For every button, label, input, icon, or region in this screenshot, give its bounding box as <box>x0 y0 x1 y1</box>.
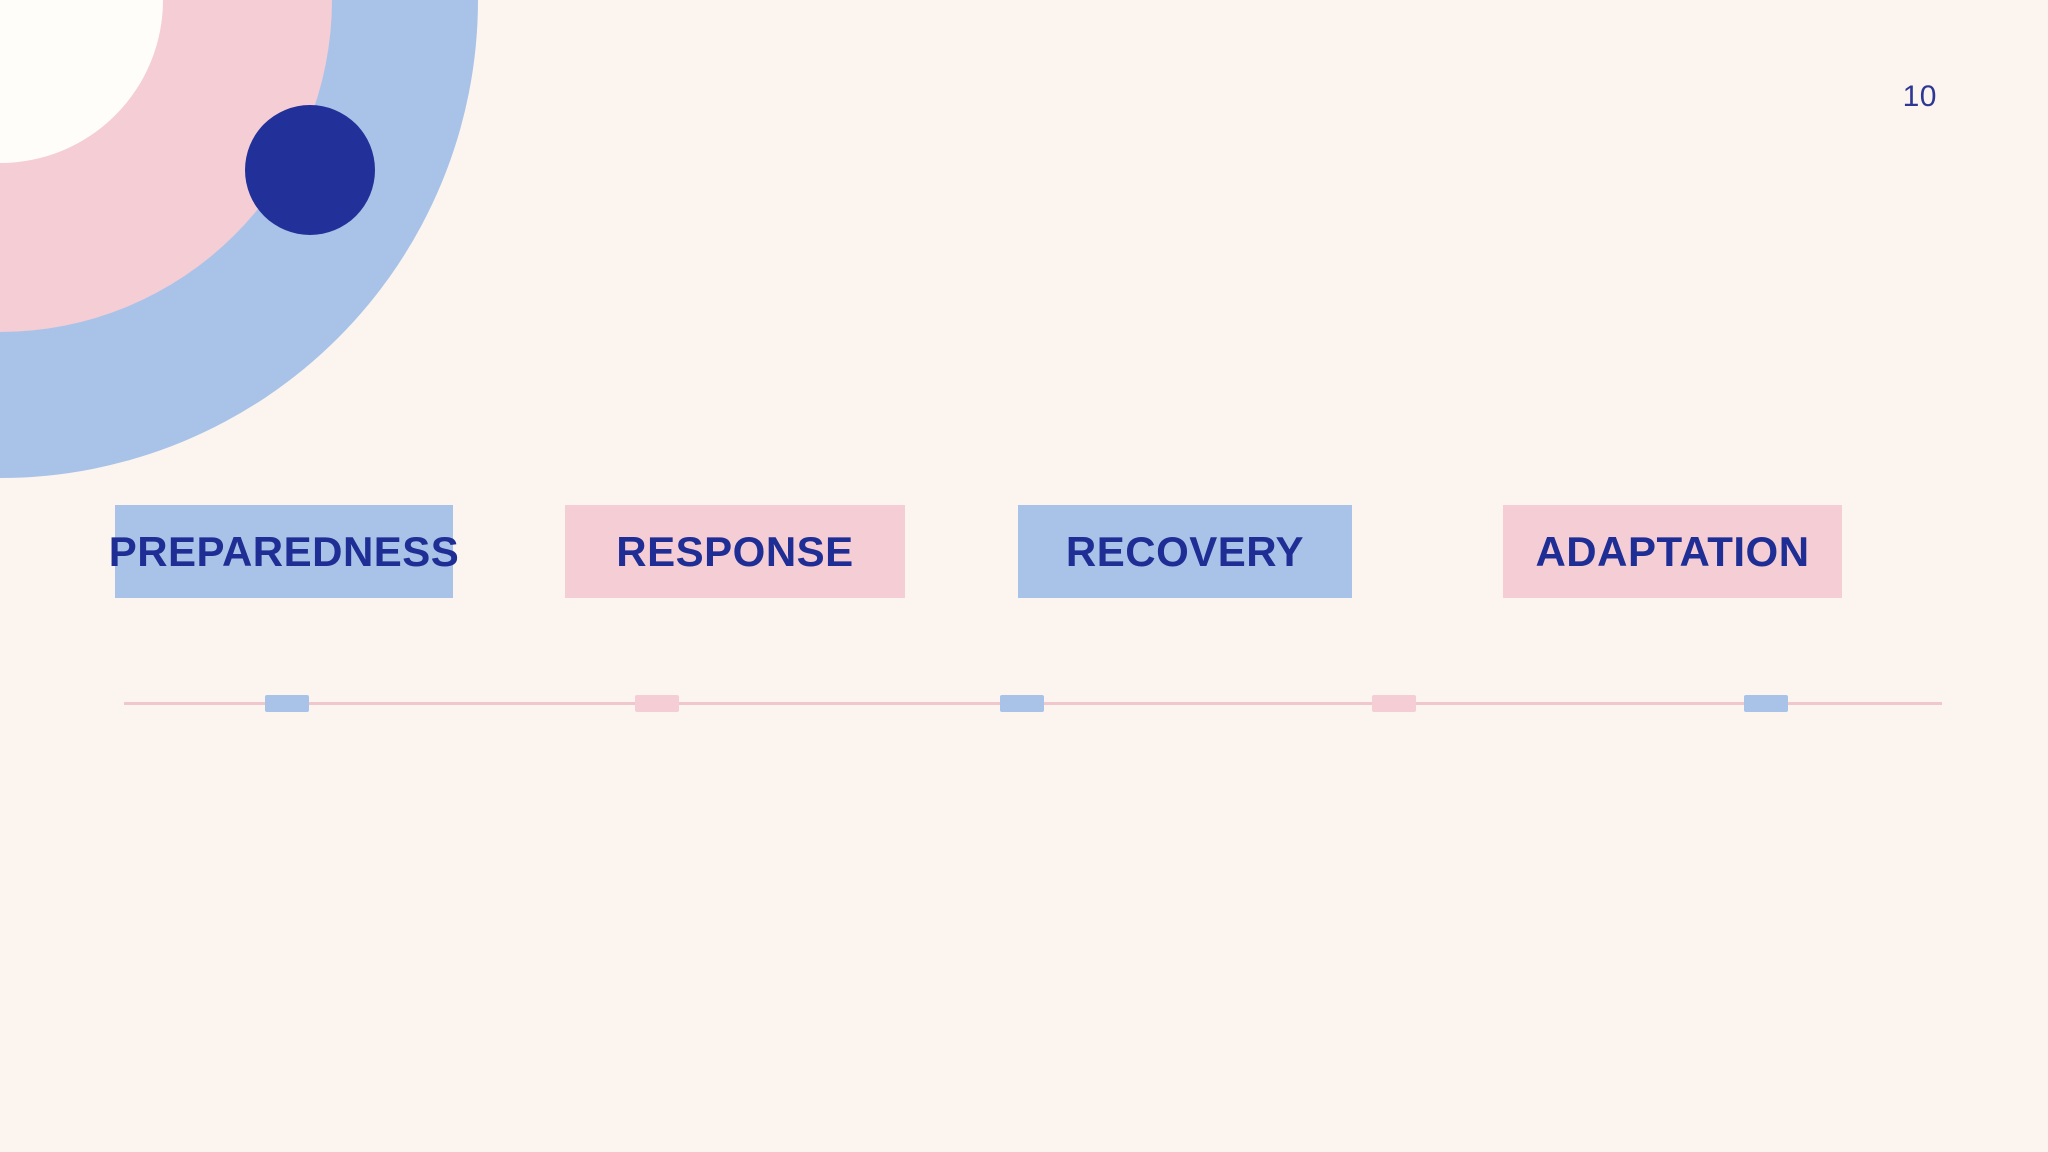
stage-box-recovery: RECOVERY <box>1018 505 1352 598</box>
corner-rings-decoration <box>0 0 478 478</box>
middle-pink-ring-icon <box>0 0 332 332</box>
timeline-tick-4 <box>1372 695 1416 712</box>
page-number: 10 <box>1902 80 1937 113</box>
stage-box-adaptation: ADAPTATION <box>1503 505 1842 598</box>
timeline-tick-2 <box>635 695 679 712</box>
stage-box-response: RESPONSE <box>565 505 905 598</box>
stage-box-preparedness: PREPAREDNESS <box>109 505 459 598</box>
outer-blue-ring-icon <box>0 0 478 478</box>
timeline-tick-1 <box>265 695 309 712</box>
timeline-tick-3 <box>1000 695 1044 712</box>
navy-dot-icon <box>245 105 375 235</box>
inner-disc-icon <box>0 0 163 163</box>
timeline-tick-5 <box>1744 695 1788 712</box>
